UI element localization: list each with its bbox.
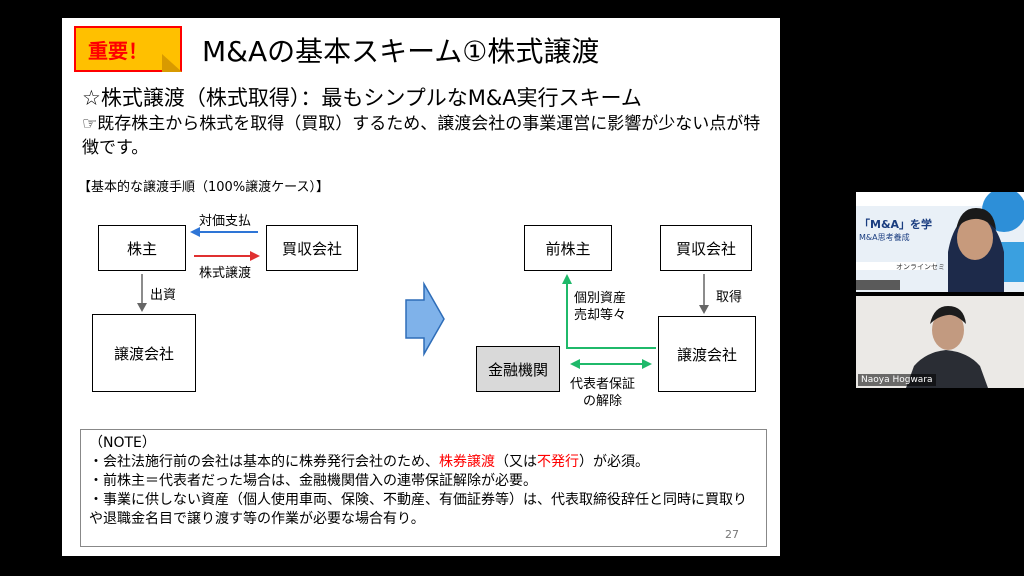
label-payment: 対価支払 [199,214,252,229]
note-line-3: ・事業に供しない資産（個人使用車両、保険、不動産、有価証券等）は、代表取締役辞任… [89,492,747,527]
note-heading: （NOTE） [89,435,156,451]
note-line-2: ・前株主＝代表者だった場合は、金融機関借入の連帯保証解除が必要。 [89,473,537,489]
box-former-shareholder: 前株主 [524,225,612,271]
note-box: （NOTE） ・会社法施行前の会社は基本的に株券発行会社のため、株券譲渡（又は不… [80,429,767,547]
participant-video-1[interactable]: 「M&A」を学 M&A思考養成 オンラインセミ [856,192,1024,292]
participant-video-2[interactable]: Naoya Hogwara [856,296,1024,388]
label-asset-sale-line1: 個別資産 [574,291,627,306]
label-investment: 出資 [150,288,177,303]
slide-description: ☞既存株主から株式を取得（買取）するため、譲渡会社の事業運営に影響が少ない点が特… [82,114,761,158]
note-highlight-share-certificate: 株券譲渡 [439,454,495,470]
note-line-1: ・会社法施行前の会社は基本的に株券発行会社のため、株券譲渡（又は不発行）が必須。 [89,453,758,472]
participant-1-banner: 「M&A」を学 [859,218,933,231]
label-guarantee-release: 代表者保証 の解除 [570,376,635,410]
note-line-1-text: ・会社法施行前の会社は基本的に株券発行会社のため、 [89,454,439,470]
label-acquire: 取得 [716,290,743,305]
important-badge: 重要！ [74,26,182,72]
participant-1-backdrop [856,192,1024,292]
box-buyer-company-after: 買収会社 [660,225,752,271]
page-number: 27 [725,528,739,541]
slide-title: M&Aの基本スキーム①株式譲渡 [202,35,600,68]
label-share-transfer: 株式譲渡 [199,266,252,281]
label-guarantee-line1: 代表者保証 [570,377,636,392]
note-highlight-non-issuance: 不発行 [537,454,579,470]
box-target-company: 譲渡会社 [92,314,196,392]
participant-1-subbanner: M&A思考養成 [859,233,910,242]
label-asset-sale: 個別資産 売却等々 [574,290,626,324]
badge-fold-corner [162,54,182,72]
slide-subtitle: ☆株式譲渡（株式取得）：最もシンプルなM&A実行スキーム [82,86,642,110]
box-shareholder: 株主 [98,225,186,271]
box-target-company-after: 譲渡会社 [658,316,756,392]
important-badge-label: 重要！ [88,38,148,63]
participant-2-name: Naoya Hogwara [858,374,936,386]
note-line-1-end: ）が必須。 [579,454,649,470]
label-asset-sale-line2: 売却等々 [574,308,627,323]
note-line-1-mid: （又は [495,454,537,470]
presentation-slide: 重要！ M&Aの基本スキーム①株式譲渡 ☆株式譲渡（株式取得）：最もシンプルなM… [62,18,780,556]
box-financial-institution: 金融機関 [476,346,560,392]
label-guarantee-line2: の解除 [583,394,623,409]
participant-1-tag: オンラインセミ [896,263,945,271]
participant-2-backdrop [856,296,1024,388]
section-label: 【基本的な譲渡手順（100%譲渡ケース）】 [78,180,330,195]
box-buyer-company: 買収会社 [266,225,358,271]
